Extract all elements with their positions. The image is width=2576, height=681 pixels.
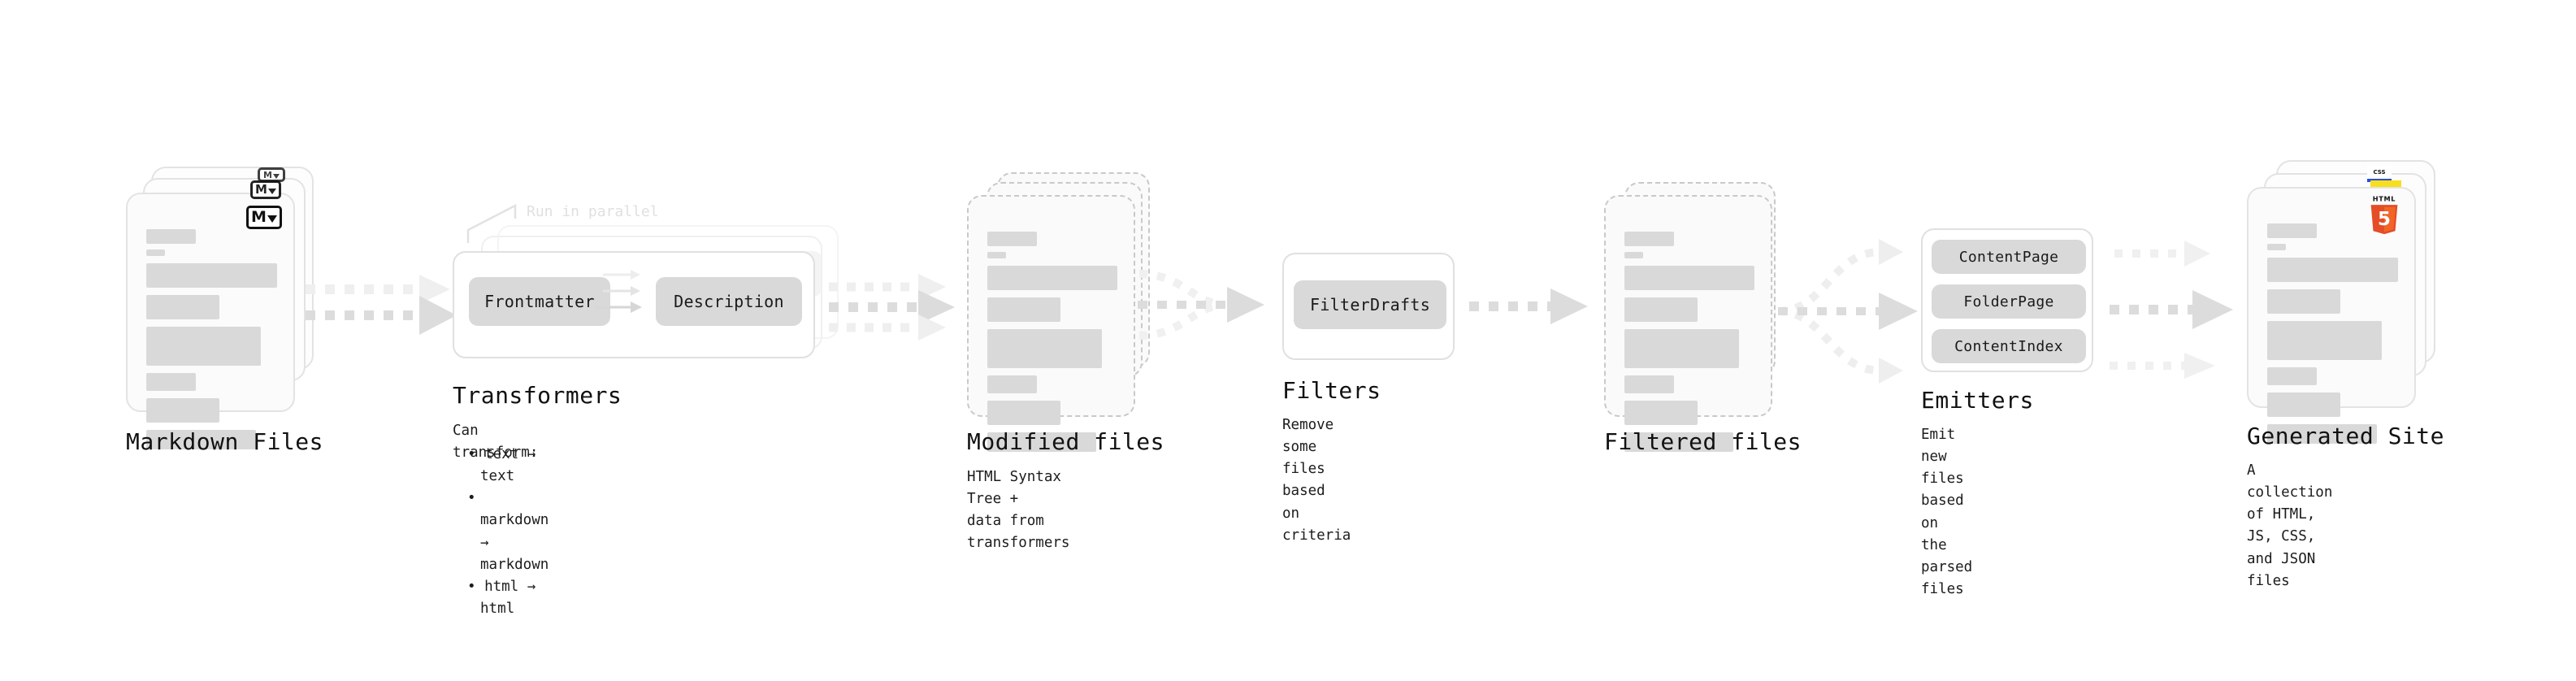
filtered-skeleton — [1624, 232, 1754, 453]
skeleton-bar — [1624, 401, 1698, 426]
modified-files-title: Modified files — [967, 428, 1165, 455]
skeleton-bar — [987, 297, 1060, 323]
connector-transformers-to-modified — [829, 274, 955, 340]
markdown-icon-arrow-ghost-2 — [272, 174, 280, 179]
skeleton-bar — [146, 372, 197, 391]
transformer-pill-description[interactable]: Description — [656, 277, 802, 326]
skeleton-bar — [987, 252, 1006, 259]
markdown-icon-letter: M — [251, 208, 267, 226]
skeleton-bar — [146, 294, 220, 319]
html5-icon: HTML 5 — [2370, 195, 2398, 235]
skeleton-bar — [2267, 392, 2341, 417]
connector-filtered-to-emitters — [1777, 239, 1918, 384]
skeleton-bar — [2267, 288, 2341, 314]
svg-text:HTML: HTML — [2373, 195, 2396, 203]
transformers-bullet-2: html → html — [467, 576, 549, 620]
site-card-front: HTML 5 — [2247, 187, 2416, 444]
skeleton-bar — [1624, 232, 1674, 247]
skeleton-bar — [2267, 223, 2318, 238]
connector-emitters-to-site — [2110, 241, 2233, 379]
site-skeleton — [2267, 223, 2398, 444]
modified-skeleton — [987, 232, 1117, 453]
svg-text:5: 5 — [2378, 209, 2391, 230]
filters-pill-filterdrafts[interactable]: FilterDrafts — [1294, 280, 1446, 329]
skeleton-bar — [2267, 243, 2286, 250]
transformers-bullet-0: text → text — [467, 444, 549, 488]
skeleton-bar — [1624, 266, 1754, 291]
markdown-icon-letter-ghost-1: M — [255, 182, 267, 197]
skeleton-bar — [146, 429, 256, 449]
filters-caption: Remove some files based on criteria — [1282, 417, 1351, 544]
markdown-icon: M — [246, 206, 282, 229]
skeleton-bar — [2267, 423, 2377, 444]
skeleton-bar — [1624, 297, 1698, 323]
skeleton-bar — [2267, 320, 2383, 360]
emitters-title: Emitters — [1921, 387, 2034, 414]
filters-box: FilterDrafts — [1282, 253, 1455, 360]
transformer-inner-arrows — [595, 270, 642, 313]
skeleton-bar — [146, 249, 165, 256]
generated-site-title: Generated Site — [2247, 423, 2445, 449]
connector-filters-to-filtered — [1469, 288, 1588, 324]
generated-site-caption: A collection of HTML, JS, CSS, and JSON … — [2247, 462, 2333, 589]
transformers-bullet-list: text → text markdown → markdown html → h… — [467, 444, 549, 620]
skeleton-bar — [146, 228, 197, 244]
skeleton-bar — [146, 262, 277, 288]
emitters-caption: Emit new files based on the parsed files — [1921, 427, 1973, 597]
markdown-files-title: Markdown Files — [126, 428, 324, 455]
skeleton-bar — [987, 401, 1060, 426]
skeleton-bar — [2267, 257, 2398, 282]
transformer-pill-frontmatter[interactable]: Frontmatter — [469, 277, 610, 326]
skeleton-bar — [2267, 367, 2318, 385]
markdown-icon-ghost-2: M — [258, 167, 285, 182]
emitters-pill-folderpage[interactable]: FolderPage — [1932, 284, 2086, 319]
skeleton-bar — [987, 232, 1037, 247]
modified-files-caption: HTML Syntax Tree + data from transformer… — [967, 469, 1070, 552]
markdown-card-front: M — [126, 193, 295, 449]
run-in-parallel-label: Run in parallel — [527, 203, 659, 220]
markdown-icon-letter-ghost-2: M — [263, 169, 272, 180]
skeleton-bar — [146, 326, 262, 366]
skeleton-bar — [1624, 375, 1674, 394]
modified-card-front — [967, 195, 1135, 453]
skeleton-bar — [987, 432, 1097, 453]
skeleton-bar — [987, 266, 1117, 291]
filtered-files-title: Filtered files — [1604, 428, 1802, 455]
run-in-parallel-leader — [466, 203, 517, 243]
connector-modified-to-filters — [1138, 270, 1264, 340]
markdown-icon-arrow — [267, 215, 277, 223]
filtered-card-front — [1604, 195, 1772, 453]
css-icon-label: CSS — [2373, 168, 2386, 176]
emitters-pill-contentpage[interactable]: ContentPage — [1932, 240, 2086, 274]
skeleton-bar — [146, 397, 220, 423]
emitters-box: ContentPage FolderPage ContentIndex — [1921, 228, 2093, 372]
markdown-skeleton — [146, 228, 277, 449]
skeleton-bar — [1624, 329, 1739, 369]
skeleton-bar — [1624, 252, 1643, 259]
css-icon: CSS — [2367, 165, 2392, 182]
connector-markdown-to-transformers — [306, 275, 457, 335]
skeleton-bar — [987, 375, 1037, 394]
transformers-bullet-1: markdown → markdown — [467, 488, 549, 576]
markdown-icon-arrow-ghost-1 — [267, 189, 276, 194]
filters-title: Filters — [1282, 377, 1381, 404]
transformers-title: Transformers — [453, 382, 622, 409]
skeleton-bar — [987, 329, 1102, 369]
markdown-icon-ghost-1: M — [250, 180, 281, 199]
emitters-pill-contentindex[interactable]: ContentIndex — [1932, 329, 2086, 363]
skeleton-bar — [1624, 432, 1734, 453]
